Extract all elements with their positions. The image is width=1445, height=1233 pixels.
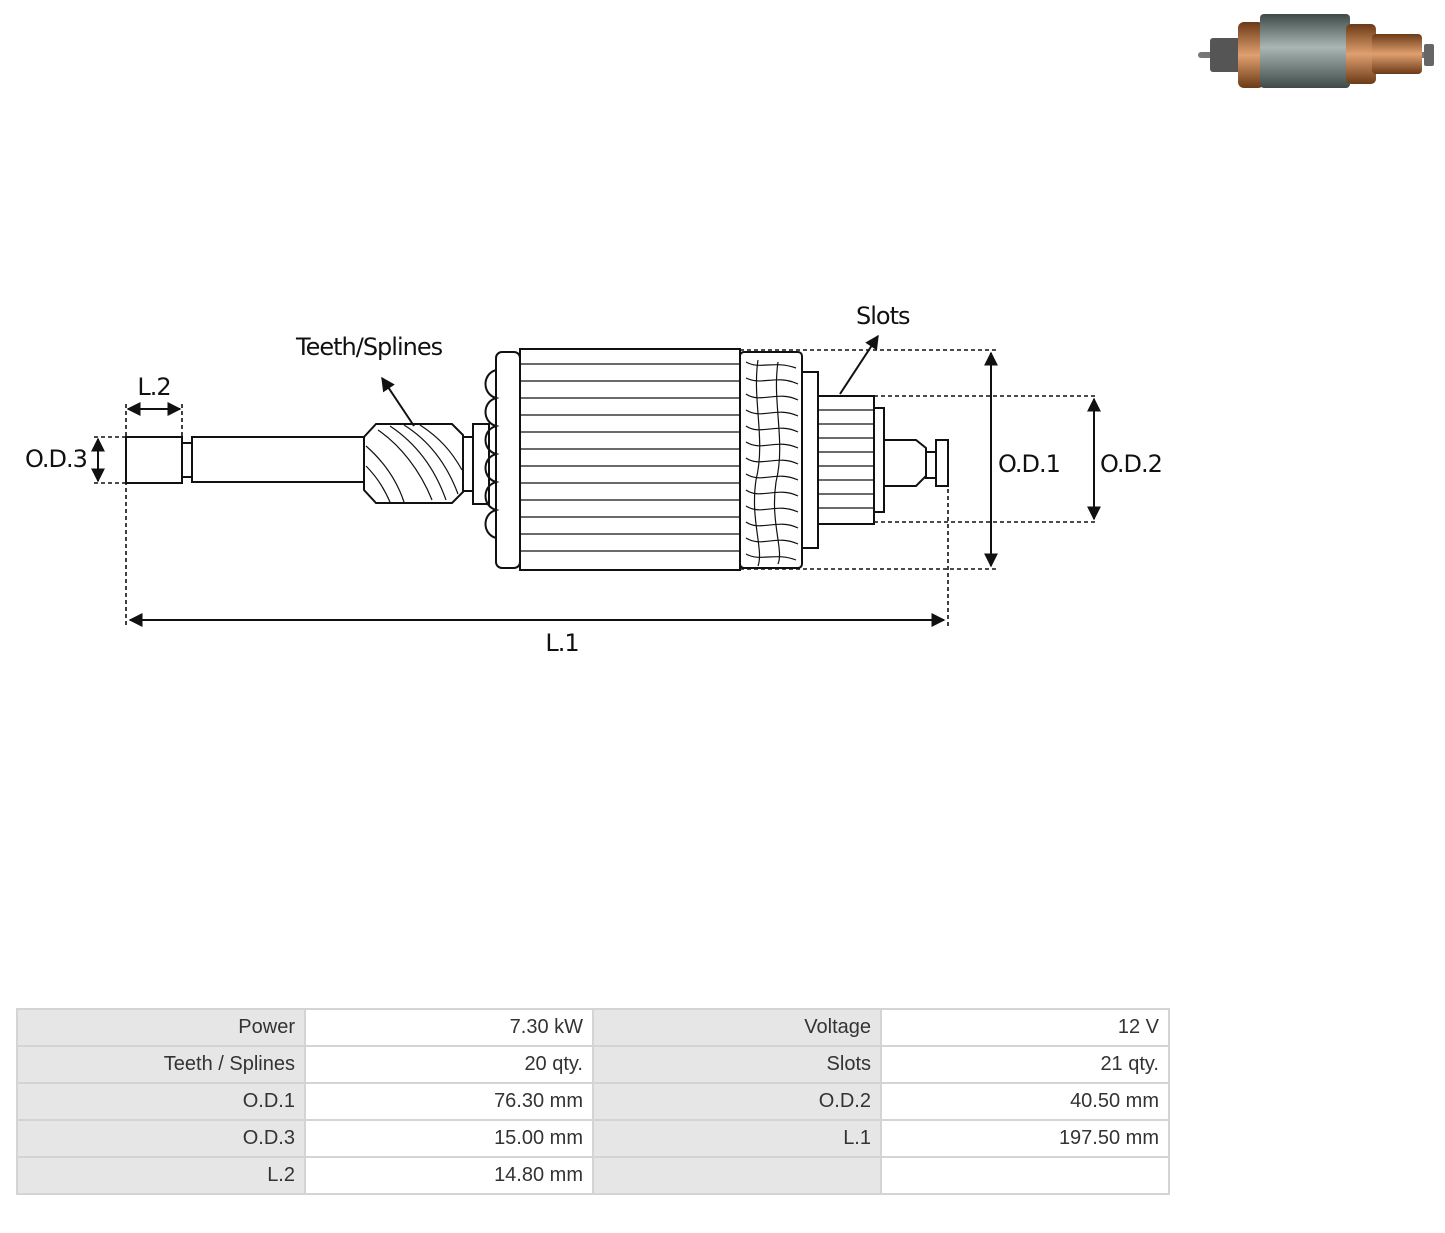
spec-value: 12 V — [880, 1008, 1170, 1047]
label-teeth-splines: Teeth/Splines — [295, 333, 443, 361]
spec-key: L.1 — [592, 1119, 882, 1158]
spec-value: 76.30 mm — [304, 1082, 594, 1121]
armature-core — [519, 348, 741, 571]
spec-value: 20 qty. — [304, 1045, 594, 1084]
spec-value: 14.80 mm — [304, 1156, 594, 1195]
teeth-splines-gear — [363, 423, 464, 504]
spec-value — [880, 1156, 1170, 1195]
spec-key: O.D.2 — [592, 1082, 882, 1121]
right-windings — [739, 351, 819, 569]
table-row: L.2 14.80 mm — [16, 1156, 1170, 1195]
commutator — [817, 395, 875, 525]
spec-value: 7.30 kW — [304, 1008, 594, 1047]
spec-key: Power — [16, 1008, 306, 1047]
left-windings — [484, 351, 521, 569]
spec-key: Teeth / Splines — [16, 1045, 306, 1084]
spec-key: L.2 — [16, 1156, 306, 1195]
label-l2: L.2 — [137, 373, 170, 401]
spec-key: O.D.3 — [16, 1119, 306, 1158]
label-od2: O.D.2 — [1100, 450, 1162, 478]
spec-value: 197.50 mm — [880, 1119, 1170, 1158]
table-row: O.D.3 15.00 mm L.1 197.50 mm — [16, 1119, 1170, 1158]
label-l1: L.1 — [545, 629, 578, 657]
table-row: O.D.1 76.30 mm O.D.2 40.50 mm — [16, 1082, 1170, 1121]
rear-shaft-end — [935, 439, 949, 487]
spec-key: O.D.1 — [16, 1082, 306, 1121]
spec-key — [592, 1156, 882, 1195]
shaft — [191, 436, 365, 483]
spec-value: 40.50 mm — [880, 1082, 1170, 1121]
spec-value: 15.00 mm — [304, 1119, 594, 1158]
table-row: Teeth / Splines 20 qty. Slots 21 qty. — [16, 1045, 1170, 1084]
spec-table: Power 7.30 kW Voltage 12 V Teeth / Splin… — [16, 1008, 1170, 1195]
label-od1: O.D.1 — [998, 450, 1060, 478]
spec-key: Voltage — [592, 1008, 882, 1047]
table-row: Power 7.30 kW Voltage 12 V — [16, 1008, 1170, 1047]
armature-diagram: L.2 O.D.3 L.1 O.D.1 O.D.2 Teeth/Splines … — [25, 14, 1434, 657]
label-od3: O.D.3 — [25, 445, 87, 473]
spec-key: Slots — [592, 1045, 882, 1084]
armature-photo — [1198, 14, 1434, 88]
label-slots: Slots — [856, 302, 910, 330]
shaft-end — [125, 436, 183, 484]
spec-value: 21 qty. — [880, 1045, 1170, 1084]
